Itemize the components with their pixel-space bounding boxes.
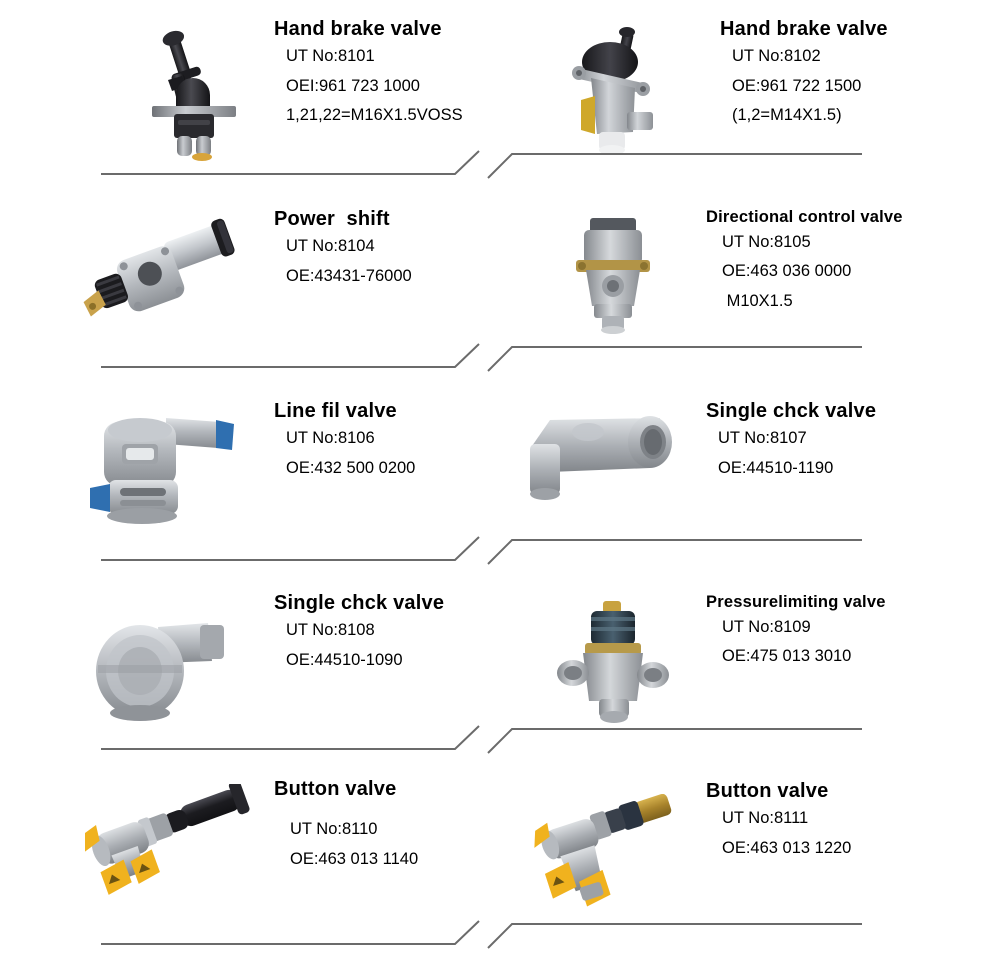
directional-control-valve-image (550, 210, 1000, 340)
button-valve-short-plunger-image (530, 794, 1000, 924)
product-title: Line fil valve (274, 400, 397, 422)
product-detail: UT No:8109 (722, 617, 811, 636)
product-detail: UT No:8111 (722, 809, 809, 827)
product-detail: UT No:8108 (286, 621, 375, 639)
product-title: Button valve (706, 780, 829, 802)
product-card-8110[interactable]: Button valve UT No:8110 OE:463 013 1140 (60, 772, 510, 907)
product-detail: OE:463 036 0000 (722, 262, 852, 281)
product-detail: M10X1.5 (722, 291, 793, 310)
product-text-8111: Button valve UT No:8111 OE:463 013 1220 (706, 780, 851, 869)
single-check-valve-elbow-image (510, 402, 1000, 522)
product-card-8105[interactable]: Directional control valve UT No:8105 OE:… (500, 200, 1000, 334)
product-title: Pressurelimiting valve (706, 593, 886, 611)
product-detail: 1,21,22=M16X1.5VOSS (286, 106, 463, 124)
product-title: Directional control valve (706, 208, 903, 226)
product-card-8107[interactable]: Single chck valve UT No:8107 OE:44510-11… (500, 390, 1000, 510)
product-text-8109: Pressurelimiting valve UT No:8109 OE:475… (706, 593, 886, 678)
product-detail: OE:44510-1190 (718, 458, 834, 477)
product-detail: OE:43431-76000 (286, 266, 412, 285)
product-detail: OE:44510-1090 (286, 650, 403, 669)
product-title: Single chck valve (706, 400, 877, 422)
product-detail: OE:463 013 1140 (290, 849, 419, 868)
product-detail: UT No:8107 (718, 429, 807, 447)
single-check-valve-inline-image (80, 605, 530, 735)
product-text-8110: Button valve UT No:8110 OE:463 013 1140 (274, 778, 418, 880)
row-divider (0, 723, 1000, 763)
product-title: Hand brake valve (720, 18, 888, 40)
product-detail: UT No:8105 (722, 232, 811, 251)
product-detail: OE:432 500 0200 (286, 458, 416, 477)
product-title: Power shift (274, 208, 390, 230)
product-text-8102: Hand brake valve UT No:8102 OE:961 722 1… (720, 18, 888, 137)
product-card-8102[interactable]: Hand brake valve UT No:8102 OE:961 722 1… (500, 8, 1000, 155)
product-text-8105: Directional control valve UT No:8105 OE:… (706, 208, 903, 322)
product-card-8108[interactable]: Single chck valve UT No:8108 OE:44510-10… (60, 585, 510, 721)
product-detail: OE:463 013 1220 (722, 838, 852, 857)
product-card-8109[interactable]: Pressurelimiting valve UT No:8109 OE:475… (500, 585, 1000, 723)
product-title: Hand brake valve (274, 18, 442, 40)
hand-brake-valve-black-lever-image (122, 18, 572, 168)
product-text-8107: Single chck valve UT No:8107 OE:44510-11… (706, 400, 876, 489)
row-divider (0, 918, 1000, 958)
product-detail: UT No:8110 (290, 820, 378, 838)
product-title: Button valve (274, 778, 397, 800)
product-detail: UT No:8104 (286, 237, 375, 255)
product-text-8108: Single chck valve UT No:8108 OE:44510-10… (274, 592, 444, 681)
product-detail: UT No:8101 (286, 47, 375, 65)
product-detail: UT No:8102 (732, 47, 821, 65)
product-detail: OEI:961 723 1000 (286, 76, 420, 95)
product-title: Single chck valve (274, 592, 445, 614)
button-valve-long-plunger-image (85, 784, 535, 919)
hand-brake-valve-alloy-body-image (555, 22, 1000, 162)
product-card-8104[interactable]: Power shift UT No:8104 OE:43431-76000 (60, 200, 510, 320)
product-card-8106[interactable]: Line fil valve UT No:8106 OE:432 500 020… (60, 390, 510, 530)
product-text-8104: Power shift UT No:8104 OE:43431-76000 (274, 208, 412, 297)
product-detail: UT No:8106 (286, 429, 375, 447)
row-divider (0, 148, 1000, 188)
product-detail: OE:475 013 3010 (722, 647, 852, 666)
product-card-8101[interactable]: Hand brake valve UT No:8101 OEI:961 723 … (60, 8, 510, 161)
line-filter-valve-image (70, 400, 520, 540)
product-text-8106: Line fil valve UT No:8106 OE:432 500 020… (274, 400, 415, 489)
product-detail: (1,2=M14X1.5) (732, 106, 842, 124)
row-divider (0, 534, 1000, 574)
product-text-8101: Hand brake valve UT No:8101 OEI:961 723 … (274, 18, 463, 137)
product-card-8111[interactable]: Button valve UT No:8111 OE:463 013 1220 (500, 772, 1000, 907)
power-shift-valve-image (78, 216, 528, 336)
pressure-limiting-valve-image (545, 597, 1000, 732)
row-divider (0, 341, 1000, 381)
product-detail: OE:961 722 1500 (732, 76, 862, 95)
